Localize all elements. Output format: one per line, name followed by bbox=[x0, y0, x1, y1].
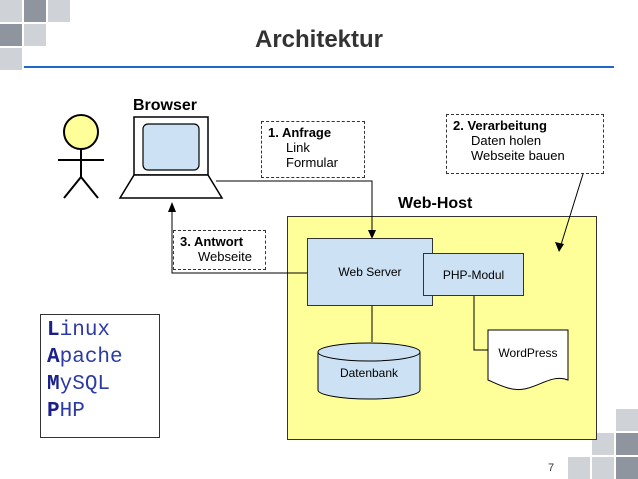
response-arrow bbox=[171, 210, 307, 274]
datenbank-cylinder-icon bbox=[317, 342, 421, 400]
note-verarbeitung-line: Daten holen bbox=[471, 133, 542, 148]
computer-icon bbox=[118, 116, 224, 199]
lamp-stack-box: Linux Apache MySQL PHP bbox=[40, 314, 160, 438]
user-figure-icon bbox=[58, 114, 104, 199]
lamp-item-php: PHP bbox=[47, 400, 85, 423]
title-underline bbox=[24, 66, 614, 68]
wordpress-label: WordPress bbox=[498, 346, 558, 360]
lamp-item-mysql: MySQL bbox=[47, 373, 111, 396]
note-anfrage: 1. Anfrage Link Formular bbox=[261, 121, 365, 178]
slide-title: Architektur bbox=[254, 26, 384, 53]
note-verarbeitung-heading: 2. Verarbeitung bbox=[453, 118, 547, 133]
note-antwort: 3. Antwort Webseite bbox=[173, 230, 266, 270]
note-anfrage-heading: 1. Anfrage bbox=[268, 125, 332, 140]
web-server-box: Web Server bbox=[307, 238, 433, 306]
datenbank-label: Datenbank bbox=[339, 366, 399, 380]
note-anfrage-line: Formular bbox=[286, 155, 339, 170]
web-host-label: Web-Host bbox=[398, 195, 473, 212]
lamp-item-linux: Linux bbox=[47, 319, 111, 342]
note-antwort-heading: 3. Antwort bbox=[180, 234, 244, 249]
note-verarbeitung: 2. Verarbeitung Daten holen Webseite bau… bbox=[446, 114, 604, 174]
page-number: 7 bbox=[548, 462, 555, 474]
request-arrow bbox=[216, 180, 373, 237]
note-anfrage-line: Link bbox=[286, 140, 310, 155]
php-modul-box: PHP-Modul bbox=[423, 253, 524, 296]
processing-arrow bbox=[559, 173, 584, 249]
lamp-item-apache: Apache bbox=[47, 346, 123, 369]
browser-label: Browser bbox=[133, 97, 198, 114]
wordpress-document-icon bbox=[487, 329, 569, 391]
note-verarbeitung-line: Webseite bauen bbox=[471, 148, 565, 163]
note-antwort-line: Webseite bbox=[198, 249, 252, 264]
